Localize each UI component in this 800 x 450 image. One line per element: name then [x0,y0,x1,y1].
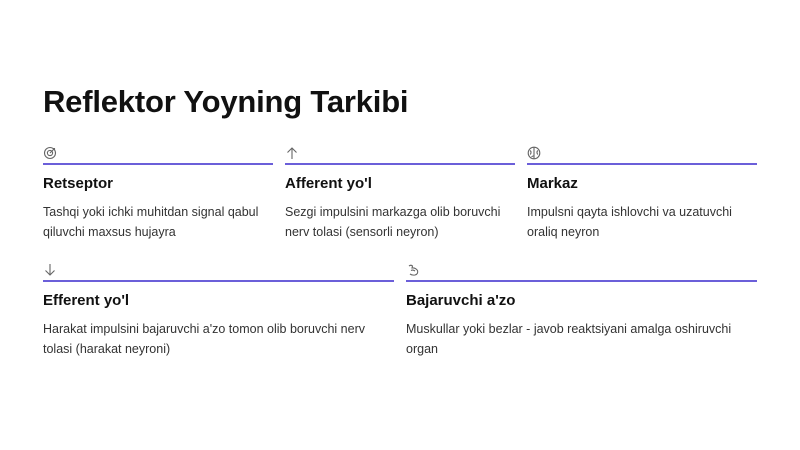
card-efferent: Efferent yo'l Harakat impulsini bajaruvc… [43,263,394,359]
card-divider [43,163,273,165]
target-icon [43,146,57,160]
card-heading: Efferent yo'l [43,292,130,309]
card-description: Harakat impulsini bajaruvchi a'zo tomon … [43,322,365,356]
muscle-icon [406,263,420,277]
card-bajaruvchi: Bajaruvchi a'zo Muskullar yoki bezlar - … [406,263,757,359]
card-markaz: Markaz Impulsni qayta ishlovchi va uzatu… [527,146,757,242]
card-divider [527,163,757,165]
card-divider [285,163,515,165]
arrow-down-icon [43,263,57,277]
card-heading: Markaz [527,175,578,192]
card-description: Sezgi impulsini markazga olib boruvchi n… [285,205,501,239]
card-retseptor: Retseptor Tashqi yoki ichki muhitdan sig… [43,146,273,242]
arrow-up-icon [285,146,299,160]
card-heading: Bajaruvchi a'zo [406,292,516,309]
card-heading: Retseptor [43,175,114,192]
card-afferent: Afferent yo'l Sezgi impulsini markazga o… [285,146,515,242]
card-description: Impulsni qayta ishlovchi va uzatuvchi or… [527,205,732,239]
card-description: Tashqi yoki ichki muhitdan signal qabul … [43,205,259,239]
card-heading: Afferent yo'l [285,175,372,192]
brain-icon [527,146,541,160]
page-title: Reflektor Yoyning Tarkibi [43,84,409,119]
card-description: Muskullar yoki bezlar - javob reaktsiyan… [406,322,732,356]
card-divider [43,280,394,282]
card-divider [406,280,757,282]
